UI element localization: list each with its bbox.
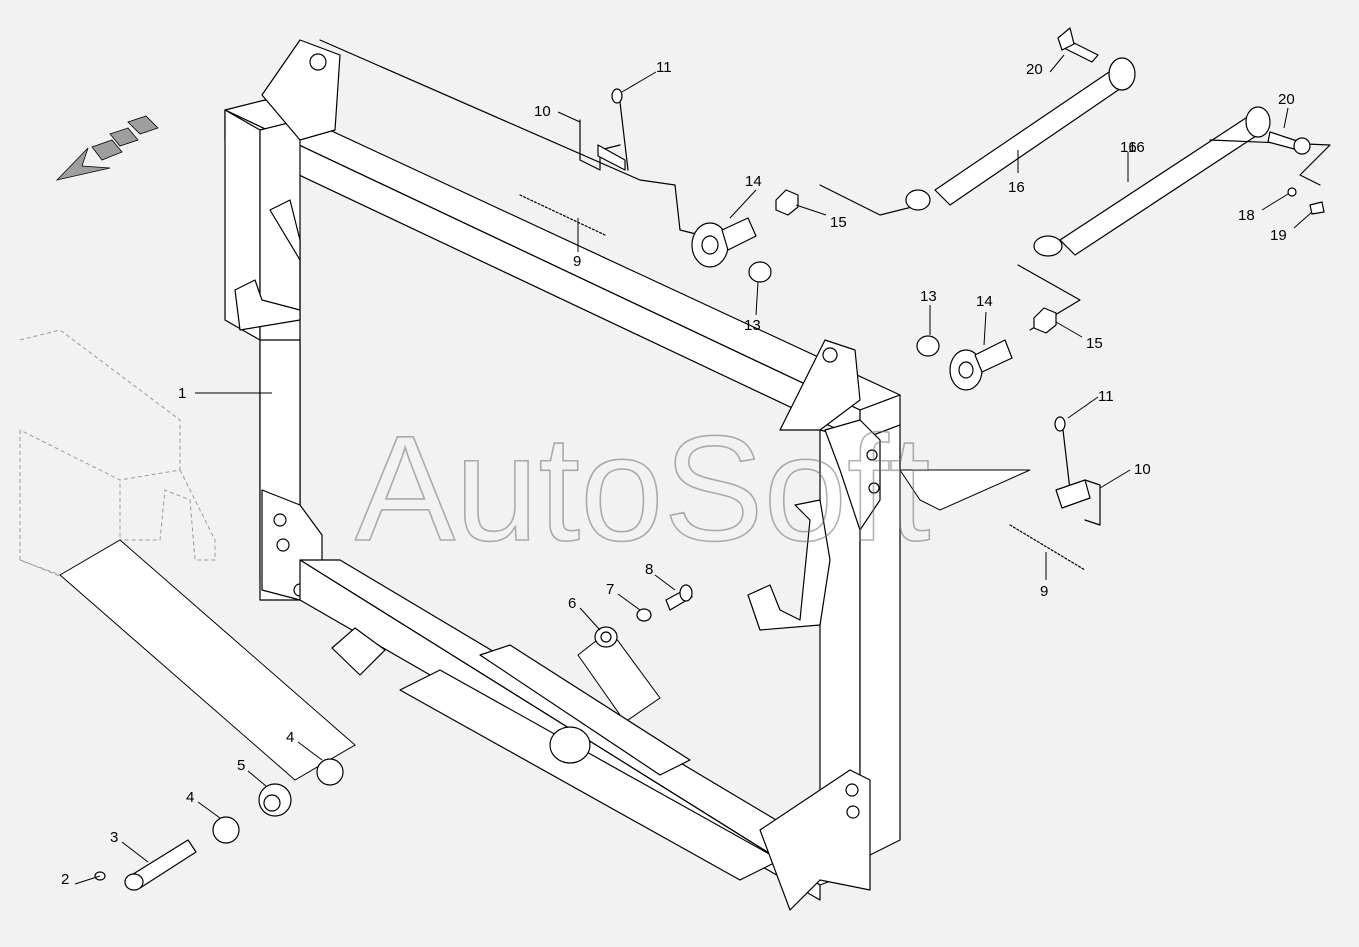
callout-4[interactable]: 4 (186, 789, 194, 806)
callout-13[interactable]: 13 (920, 288, 937, 305)
callout-13[interactable]: 13 (744, 317, 761, 334)
pin-assembly (94, 758, 344, 891)
stabilizer-rods (905, 57, 1331, 257)
direction-arrow (55, 115, 159, 181)
callout-1[interactable]: 1 (178, 385, 186, 402)
callout-19[interactable]: 19 (1270, 227, 1287, 244)
callout-labels: 1 2 3 4 4 5 6 7 8 9 9 10 10 11 11 13 13 … (61, 59, 1295, 888)
watermark-text: AutoSoft (355, 404, 930, 572)
callout-4[interactable]: 4 (286, 729, 294, 746)
callout-14[interactable]: 14 (976, 293, 993, 310)
callout-5[interactable]: 5 (237, 757, 245, 774)
small-pins (1057, 27, 1325, 215)
callout-16[interactable]: 16 (1008, 179, 1025, 196)
right-linkage (916, 264, 1101, 571)
callout-16[interactable]: 16 (1128, 139, 1145, 156)
callout-8[interactable]: 8 (645, 561, 653, 578)
callout-10[interactable]: 10 (1134, 461, 1151, 478)
callout-3[interactable]: 3 (110, 829, 118, 846)
callout-7[interactable]: 7 (606, 581, 614, 598)
upper-left-linkage (319, 39, 921, 283)
callout-18[interactable]: 18 (1238, 207, 1255, 224)
callout-9[interactable]: 9 (573, 253, 581, 270)
callout-16[interactable]: 16 (1120, 139, 1137, 156)
callout-15[interactable]: 15 (1086, 335, 1103, 352)
callout-6[interactable]: 6 (568, 595, 576, 612)
main-frame (224, 39, 901, 911)
callout-10[interactable]: 10 (534, 103, 551, 120)
callout-11[interactable]: 11 (1098, 388, 1114, 405)
callout-20[interactable]: 20 (1278, 91, 1295, 108)
callout-9[interactable]: 9 (1040, 583, 1048, 600)
leader-lines (74, 54, 1313, 885)
callout-14[interactable]: 14 (745, 173, 762, 190)
callout-20[interactable]: 20 (1026, 61, 1043, 78)
callout-15[interactable]: 15 (830, 214, 847, 231)
bolt-assembly (594, 584, 693, 648)
callout-2[interactable]: 2 (61, 871, 69, 888)
callout-11[interactable]: 11 (656, 59, 672, 76)
